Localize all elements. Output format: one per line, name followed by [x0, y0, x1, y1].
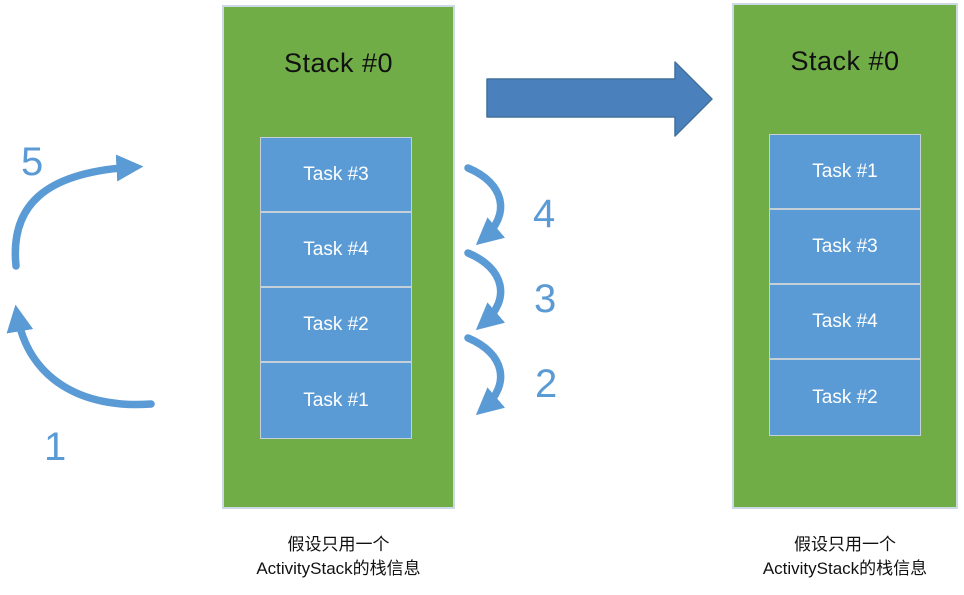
left-task-list: Task #3 Task #4 Task #2 Task #1	[260, 137, 412, 439]
transition-block-arrow-icon	[486, 61, 713, 137]
task-box: Task #4	[261, 213, 411, 288]
left-stack-title: Stack #0	[283, 48, 394, 78]
caption-line: 假设只用一个	[794, 535, 896, 554]
caption-line: ActivityStack的栈信息	[256, 559, 421, 578]
step-label-2: 2	[535, 362, 558, 406]
task-box: Task #2	[261, 288, 411, 363]
step-label-4: 4	[533, 192, 556, 236]
step-label-1: 1	[44, 425, 67, 469]
move-arrow-step2-icon	[464, 334, 506, 416]
caption-line: 假设只用一个	[287, 535, 390, 554]
task-box: Task #1	[770, 135, 920, 210]
caption-line: ActivityStack的栈信息	[762, 559, 928, 578]
task-box: Task #2	[770, 360, 920, 435]
task-box: Task #3	[261, 138, 411, 213]
task-box: Task #4	[770, 285, 920, 360]
left-stack: Stack #0 Task #3 Task #4 Task #2 Task #1	[222, 5, 455, 509]
step-label-5: 5	[21, 140, 44, 184]
right-task-list: Task #1 Task #3 Task #4 Task #2	[769, 134, 921, 436]
task-box: Task #1	[261, 363, 411, 438]
task-box: Task #3	[770, 210, 920, 285]
right-stack-caption: 假设只用一个 ActivityStack的栈信息	[722, 533, 964, 581]
left-stack-caption: 假设只用一个 ActivityStack的栈信息	[210, 533, 467, 581]
move-arrow-step3-icon	[464, 249, 506, 331]
rotate-arrow-step1-icon	[6, 304, 155, 409]
move-arrow-step4-icon	[464, 164, 506, 246]
right-stack-title: Stack #0	[790, 46, 900, 76]
right-stack: Stack #0 Task #1 Task #3 Task #4 Task #2	[732, 3, 958, 509]
step-label-3: 3	[534, 277, 557, 321]
